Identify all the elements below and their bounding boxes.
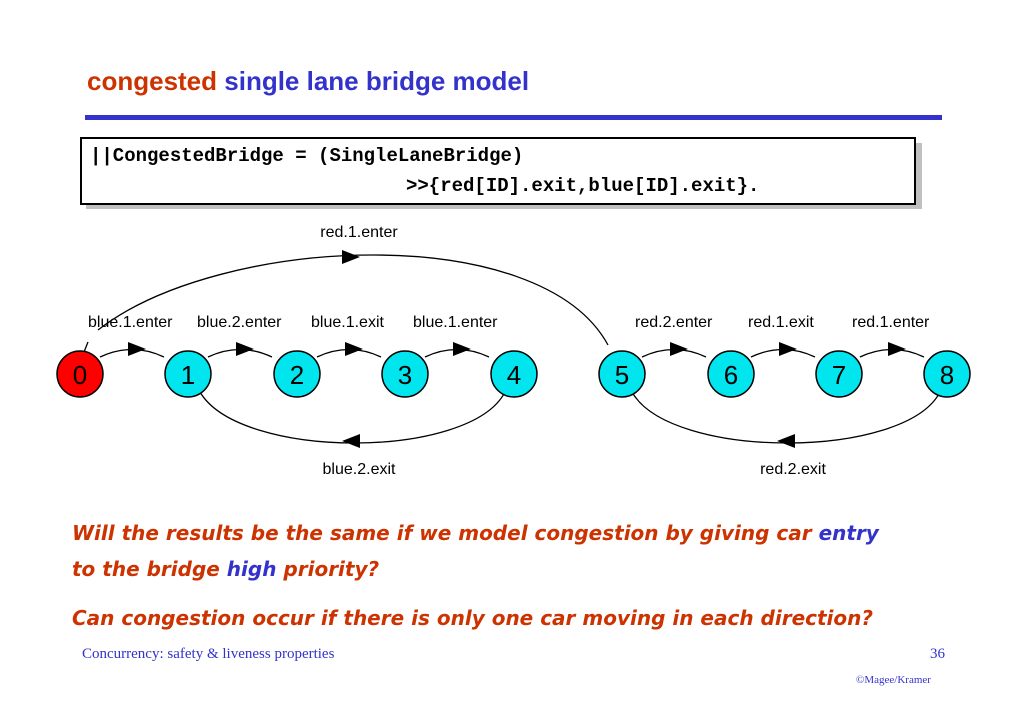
state-2-label: 2 bbox=[290, 360, 304, 390]
label-red-1-enter: red.1.enter bbox=[852, 314, 930, 331]
arrowhead-0-1 bbox=[128, 342, 146, 356]
label-blue-2-enter: blue.2.enter bbox=[197, 314, 282, 331]
state-7-label: 7 bbox=[832, 360, 846, 390]
state-0: 0 bbox=[56, 350, 104, 398]
label-blue-1-enter-b: blue.1.enter bbox=[413, 314, 498, 331]
edge-4-1 bbox=[199, 391, 506, 444]
arrowhead-6-7 bbox=[779, 342, 797, 356]
arrowhead-8-5 bbox=[777, 434, 795, 448]
title-underline bbox=[85, 115, 942, 120]
label-blue-1-enter-a: blue.1.enter bbox=[88, 314, 173, 331]
label-red-2-enter: red.2.enter bbox=[635, 314, 713, 331]
question-1-line-2: to the bridge high priority? bbox=[72, 557, 379, 581]
state-6: 6 bbox=[707, 350, 755, 398]
question-1-highlight-high: high bbox=[226, 557, 277, 581]
code-box: ||CongestedBridge = (SingleLaneBridge) >… bbox=[80, 137, 916, 205]
edge-0-tick bbox=[83, 341, 89, 353]
arrowhead-1-2 bbox=[236, 342, 254, 356]
state-4: 4 bbox=[490, 350, 538, 398]
question-1-text-c: priority? bbox=[283, 557, 380, 581]
state-5: 5 bbox=[598, 350, 646, 398]
slide-title: congested single lane bridge model bbox=[87, 66, 529, 97]
question-1-line-1: Will the results be the same if we model… bbox=[72, 521, 879, 545]
footer-page-number: 36 bbox=[930, 646, 945, 662]
edge-0-5 bbox=[97, 254, 609, 346]
state-3: 3 bbox=[381, 350, 429, 398]
question-2: Can congestion occur if there is only on… bbox=[72, 606, 873, 630]
question-1-highlight-entry: entry bbox=[818, 521, 879, 545]
code-line-2: >>{red[ID].exit,blue[ID].exit}. bbox=[406, 175, 760, 197]
title-rest: single lane bridge model bbox=[224, 66, 530, 96]
state-6-label: 6 bbox=[724, 360, 738, 390]
footer-copyright: ©Magee/Kramer bbox=[856, 674, 931, 686]
question-1-text-a: Will the results be the same if we model… bbox=[72, 521, 812, 545]
code-line-1: ||CongestedBridge = (SingleLaneBridge) bbox=[90, 145, 524, 167]
state-8-label: 8 bbox=[940, 360, 954, 390]
state-5-label: 5 bbox=[615, 360, 629, 390]
title-congested: congested bbox=[87, 66, 218, 96]
state-8: 8 bbox=[923, 350, 971, 398]
arrowhead-5-6 bbox=[670, 342, 688, 356]
arrowhead-4-1 bbox=[342, 434, 360, 448]
state-2: 2 bbox=[273, 350, 321, 398]
state-1-label: 1 bbox=[181, 360, 195, 390]
state-1: 1 bbox=[164, 350, 212, 398]
state-0-label: 0 bbox=[73, 360, 87, 390]
state-4-label: 4 bbox=[507, 360, 521, 390]
state-7: 7 bbox=[815, 350, 863, 398]
label-blue-1-exit: blue.1.exit bbox=[311, 314, 384, 331]
footer-course-title: Concurrency: safety & liveness propertie… bbox=[82, 646, 335, 662]
label-red-1-exit: red.1.exit bbox=[748, 314, 814, 331]
label-red-2-exit: red.2.exit bbox=[760, 461, 826, 478]
edge-8-5 bbox=[631, 391, 941, 444]
label-blue-2-exit: blue.2.exit bbox=[323, 461, 396, 478]
arrowhead-3-4 bbox=[453, 342, 471, 356]
label-red-1-enter-top: red.1.enter bbox=[320, 224, 398, 241]
question-1-text-b: to the bridge bbox=[72, 557, 220, 581]
arrowhead-2-3 bbox=[345, 342, 363, 356]
state-3-label: 3 bbox=[398, 360, 412, 390]
arrowhead-0-5 bbox=[342, 250, 360, 264]
arrowhead-7-8 bbox=[888, 342, 906, 356]
